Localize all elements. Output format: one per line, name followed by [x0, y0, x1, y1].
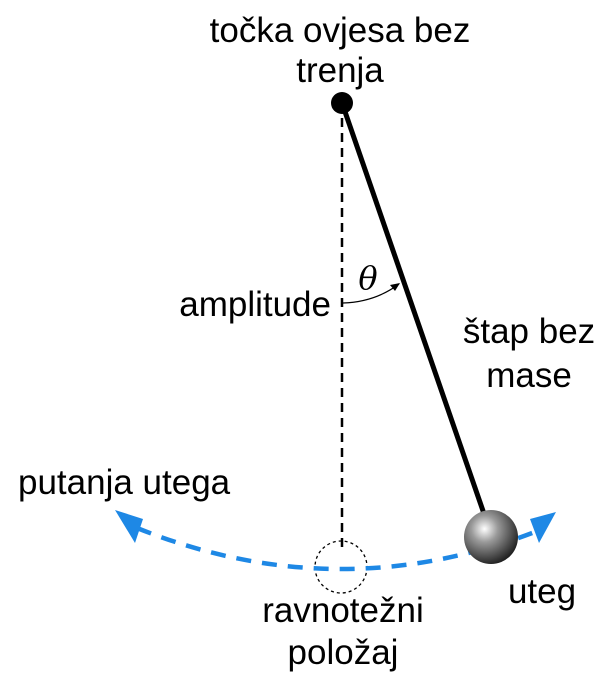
pendulum-bob [464, 510, 518, 564]
path-label: putanja utega [18, 463, 231, 502]
amplitude-label-background [152, 284, 332, 326]
pivot-label-line2: trenja [296, 51, 384, 90]
pivot-label-line1: točka ovjesa bez [210, 11, 471, 50]
equilibrium-label-line2: položaj [288, 633, 399, 672]
rod-label-line2: mase [486, 356, 572, 395]
pivot-point [331, 92, 353, 114]
rod-label-line1: štap bez [463, 312, 595, 351]
equilibrium-label-line1: ravnotežni [262, 591, 423, 630]
angle-theta-label: θ [358, 259, 377, 297]
massless-rod [339, 102, 494, 535]
amplitude-label: amplitude [179, 285, 331, 324]
path-arrowhead-left [115, 510, 143, 543]
angle-arc-arrowhead [390, 283, 400, 291]
swing-path [136, 525, 546, 572]
bob-label: uteg [508, 572, 576, 611]
path-arrowhead-right [530, 512, 556, 543]
